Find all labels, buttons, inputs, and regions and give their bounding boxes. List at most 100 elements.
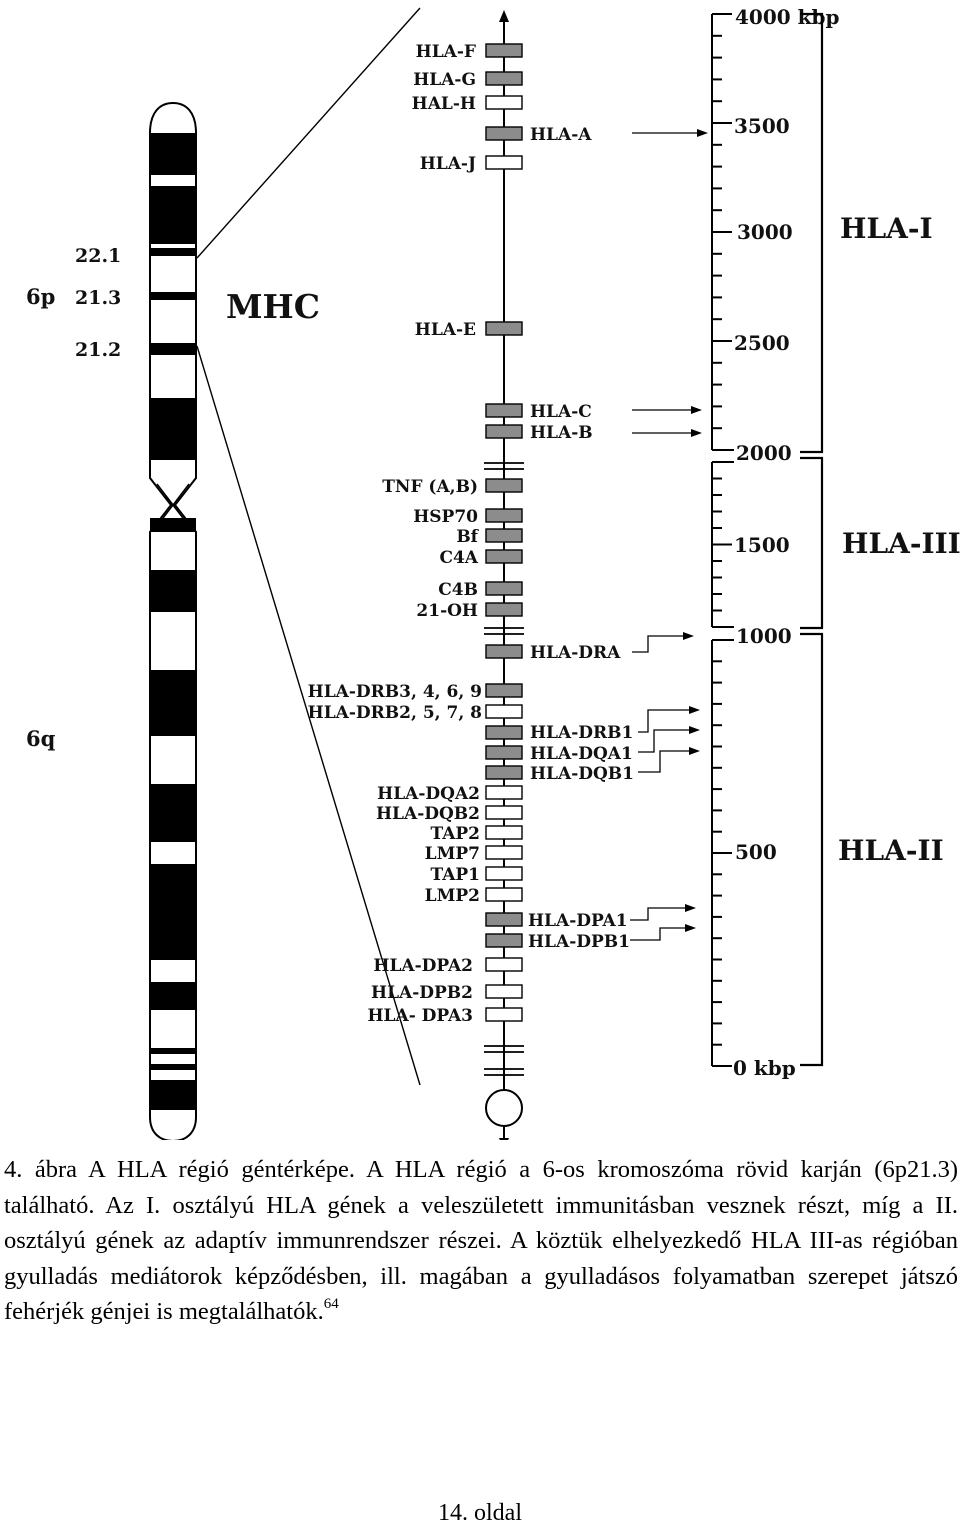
gene-box-tap2 <box>485 825 523 840</box>
mhc-zoom-line-top <box>196 7 421 259</box>
gene-label-hla-c: HLA-C <box>530 402 592 422</box>
band-dark <box>150 518 196 532</box>
arrow-hla-dra <box>632 635 684 653</box>
gene-label-hla-g: HLA-G <box>413 70 476 90</box>
gene-box-hla-dra <box>485 644 523 659</box>
gene-axis-arrow-top <box>499 10 509 22</box>
caption-text: 4. ábra A HLA régió géntérképe. A HLA ré… <box>4 1156 958 1326</box>
gene-box-tap1 <box>485 866 523 881</box>
class-label-hla-i: HLA-I <box>840 212 933 245</box>
band-dark <box>150 1048 196 1054</box>
gene-label-hla-e: HLA-E <box>415 320 476 340</box>
bracket-hla-ii <box>800 632 824 1067</box>
gene-box-hla-dpb2 <box>485 984 523 999</box>
band-label-22-1: 22.1 <box>75 245 121 267</box>
centromere-hatch <box>156 483 190 527</box>
class-brackets <box>800 12 824 1067</box>
genes-right-group: HLA-A HLA-C HLA-B HLA-DRA HLA-DRB1 HLA-D… <box>485 125 634 952</box>
bracket-hla-iii <box>800 456 824 630</box>
gene-label-hla-drb2: HLA-DRB2, 5, 7, 8 <box>308 703 482 723</box>
gene-label-hla-dqb2: HLA-DQB2 <box>376 804 480 824</box>
gene-label-hla-dqb1: HLA-DQB1 <box>530 764 634 784</box>
scale-label-2000: 2000 <box>736 441 792 465</box>
caption-reference: 64 <box>323 1296 339 1313</box>
gene-box-bf <box>485 528 523 543</box>
class-label-hla-ii: HLA-II <box>838 834 944 867</box>
band-dark <box>150 1064 196 1070</box>
gene-box-hla-j <box>485 155 523 170</box>
arrow-heads <box>683 129 708 932</box>
gene-label-c4a: C4A <box>439 548 478 568</box>
gene-label-hla-dpb1: HLA-DPB1 <box>528 932 630 952</box>
scale-label-4000: 4000 kbp <box>735 5 839 29</box>
axis-break-marks <box>484 462 524 1076</box>
gene-label-hla-dpa1: HLA-DPA1 <box>528 911 628 931</box>
band-label-21-2: 21.2 <box>75 339 121 361</box>
gene-box-hla-b <box>485 424 523 439</box>
figure-caption: 4. ábra A HLA régió géntérképe. A HLA ré… <box>4 1152 958 1330</box>
bracket-hla-i <box>800 12 824 454</box>
gene-label-hla-a: HLA-A <box>530 125 592 145</box>
gene-label-hla-dpa2: HLA-DPA2 <box>373 956 473 976</box>
gene-label-hla-dqa2: HLA-DQA2 <box>377 784 480 804</box>
band-dark <box>150 570 196 612</box>
gene-box-hla-dqb1 <box>485 765 523 780</box>
band-dark <box>150 1080 196 1110</box>
gene-box-c4a <box>485 549 523 564</box>
gene-label-tap2: TAP2 <box>430 824 480 844</box>
chromosome-dark-bands <box>150 133 196 1110</box>
gene-label-hla-dpa3: HLA- DPA3 <box>368 1006 474 1026</box>
gene-box-hla-drb1 <box>485 725 523 740</box>
scale-label-3500: 3500 <box>734 114 790 138</box>
gene-label-21-oh: 21-OH <box>416 601 478 621</box>
gene-label-hla-b: HLA-B <box>530 423 593 443</box>
gene-box-hla-dpa3 <box>485 1007 523 1022</box>
gene-box-lmp2 <box>485 887 523 902</box>
gene-box-hla-dpb1 <box>485 933 523 948</box>
gene-label-hla-dpb2: HLA-DPB2 <box>371 983 473 1003</box>
gene-label-hla-dqa1: HLA-DQA1 <box>530 744 633 764</box>
scale-label-500: 500 <box>735 840 777 864</box>
gene-label-hla-j: HLA-J <box>420 154 476 174</box>
band-dark <box>150 670 196 736</box>
band-label-21-3: 21.3 <box>75 287 121 309</box>
gene-label-lmp7: LMP7 <box>425 844 480 864</box>
gene-label-hal-h: HAL-H <box>412 94 476 114</box>
gene-label-hla-f: HLA-F <box>416 42 476 62</box>
gene-box-hla-f <box>485 43 523 58</box>
band-dark <box>150 133 196 175</box>
genes-left-group: HLA-F HLA-G HAL-H HLA-J HLA-E TNF (A,B) … <box>308 42 523 1026</box>
gene-box-hla-a <box>485 126 523 141</box>
arrow-hla-drb1 <box>638 709 690 733</box>
arrow-hla-dpa1 <box>630 907 686 921</box>
gene-box-hla-dqa2 <box>485 785 523 800</box>
mhc-label: MHC <box>226 287 320 326</box>
band-dark <box>150 248 196 256</box>
gene-label-hsp70: HSP70 <box>413 507 478 527</box>
gene-box-hal-h <box>485 95 523 110</box>
gene-label-tap1: TAP1 <box>430 865 480 885</box>
arrow-hla-dqb1 <box>638 750 690 773</box>
gene-label-hla-drb1: HLA-DRB1 <box>530 723 633 743</box>
band-dark <box>150 186 196 244</box>
arrow-hla-dqa1 <box>638 729 690 753</box>
page-number: 14. oldal <box>438 1500 522 1526</box>
gene-label-lmp2: LMP2 <box>425 886 480 906</box>
band-dark <box>150 398 196 460</box>
centromere-circle <box>485 1089 523 1127</box>
class-label-hla-iii: HLA-III <box>842 527 960 560</box>
band-dark <box>150 982 196 1010</box>
arrow-hla-dpb1 <box>630 927 686 941</box>
gene-box-hla-g <box>485 71 523 86</box>
gene-box-21-oh <box>485 602 523 617</box>
gene-box-lmp7 <box>485 845 523 860</box>
gene-box-hla-drb2 <box>485 704 523 719</box>
gene-box-hla-dpa1 <box>485 912 523 927</box>
gene-box-hla-dqb2 <box>485 805 523 820</box>
scale-label-1500: 1500 <box>734 533 790 557</box>
band-dark <box>150 784 196 842</box>
hla-gene-map-diagram: 22.1 6p 21.3 21.2 MHC 6q HLA-F HLA-G HAL… <box>26 5 960 1140</box>
position-arrows <box>630 132 698 941</box>
scale-label-2500: 2500 <box>734 331 790 355</box>
gene-box-hla-c <box>485 403 523 418</box>
